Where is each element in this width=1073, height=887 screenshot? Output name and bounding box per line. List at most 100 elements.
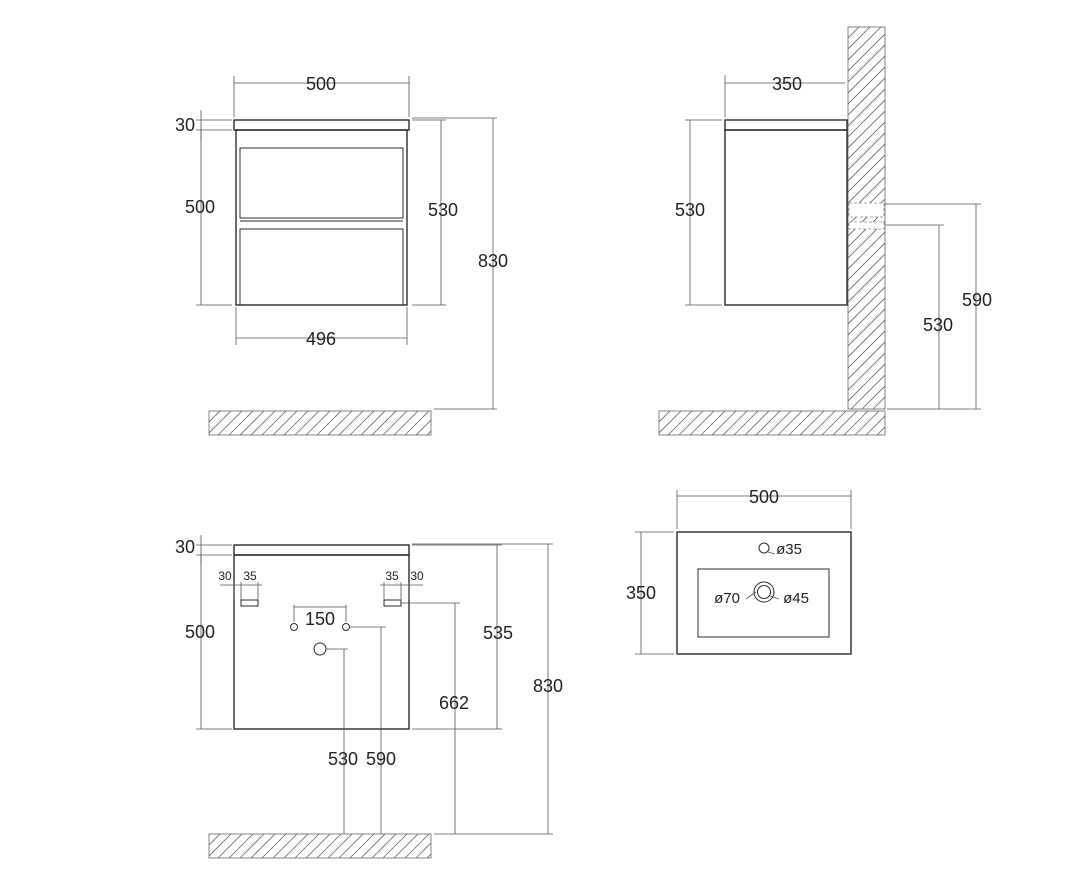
hatch-stroke: [848, 330, 885, 369]
hatch-stroke: [239, 411, 265, 435]
supply-height-label: 590: [366, 749, 396, 769]
hatch-stroke: [327, 834, 353, 858]
side-view: 350 530 590 530: [658, 26, 1073, 436]
hatch-stroke: [939, 27, 1073, 409]
front-base-width-label: 496: [306, 329, 336, 349]
hatch-stroke: [1016, 27, 1073, 409]
hatch-stroke: [209, 834, 210, 835]
countertop-top: [676, 531, 852, 655]
hatch-stroke: [848, 286, 885, 325]
hatch-stroke: [810, 411, 836, 435]
hatch-stroke: [972, 27, 1073, 409]
side-pipe-upper-label: 590: [962, 290, 992, 310]
hatch-stroke: [209, 411, 232, 434]
hatch-stroke: [843, 411, 869, 435]
hatch-stroke: [1005, 27, 1073, 409]
hatch-stroke: [722, 411, 748, 435]
hatch-stroke: [659, 411, 660, 412]
basin-bowl: [697, 568, 830, 638]
hatch-stroke: [294, 411, 320, 435]
floor-hatch-side: [659, 411, 923, 435]
hatch-stroke: [349, 834, 375, 858]
hatch-stroke: [338, 834, 364, 858]
hatch-stroke: [872, 396, 885, 409]
hatch-stroke: [272, 834, 298, 858]
countertop-front: [233, 119, 410, 131]
hatch-stroke: [415, 842, 431, 858]
hatch-stroke: [371, 411, 397, 435]
hatch-stroke: [850, 374, 885, 409]
cabinet-body-side: [724, 129, 848, 306]
hatch-stroke: [327, 411, 353, 435]
hatch-stroke: [848, 55, 885, 94]
bracket-left-offset-1: 30: [218, 569, 232, 583]
hatch-stroke: [360, 411, 386, 435]
hatch-stroke: [848, 308, 885, 347]
hatch-stroke: [799, 411, 825, 435]
pipe-opening-upper: [848, 202, 885, 218]
hatch-stroke: [848, 88, 885, 127]
top-depth-label: 350: [626, 583, 656, 603]
wall-outline: [847, 26, 886, 410]
floor-hatch-back: [209, 834, 462, 858]
hatch-stroke: [854, 411, 880, 435]
hatch-stroke: [382, 834, 408, 858]
hatch-stroke: [832, 411, 858, 435]
hatch-stroke: [338, 411, 364, 435]
hatch-stroke: [777, 411, 803, 435]
hatch-stroke: [228, 411, 254, 435]
hatch-stroke: [305, 411, 331, 435]
hatch-stroke: [848, 77, 885, 116]
hatch-stroke: [228, 834, 254, 858]
hatch-stroke: [906, 27, 1073, 409]
hatch-stroke: [1038, 27, 1073, 409]
hatch-stroke: [876, 426, 885, 435]
bracket-right-offset-2: 30: [410, 569, 424, 583]
hatch-stroke: [861, 385, 885, 409]
hatch-stroke: [848, 231, 885, 270]
hatch-stroke: [438, 834, 462, 858]
floor-outline-front: [208, 410, 432, 436]
hatch-stroke: [667, 411, 693, 435]
hatch-stroke: [678, 411, 704, 435]
hatch-stroke: [261, 411, 287, 435]
mount-hole-right: [342, 623, 350, 631]
hatch-stroke: [766, 411, 792, 435]
bracket-right: [383, 599, 402, 607]
front-top-thickness-label: 30: [175, 115, 195, 135]
hatch-stroke: [272, 411, 298, 435]
hatch-stroke: [865, 415, 885, 435]
hatch-stroke: [848, 319, 885, 358]
hatch-stroke: [393, 411, 419, 435]
hatch-stroke: [305, 834, 331, 858]
hatch-stroke: [928, 27, 1073, 409]
countertop-back: [233, 544, 410, 556]
front-view: 500 30 500 530 830 496: [175, 74, 508, 436]
upper-drawer: [239, 147, 404, 219]
hatch-stroke: [848, 297, 885, 336]
hatch-stroke: [659, 411, 671, 423]
hatch-stroke: [899, 411, 923, 435]
back-body-height-label: 500: [185, 622, 215, 642]
side-depth-label: 350: [772, 74, 802, 94]
floor-outline-side: [658, 410, 886, 436]
hatch-stroke: [438, 411, 462, 435]
hatch-stroke: [689, 411, 715, 435]
back-view: 30 500 30 35 35 30 150 535 830: [175, 535, 563, 859]
hatch-stroke: [983, 27, 1073, 409]
hatch-stroke: [744, 411, 770, 435]
front-body-height-label: 500: [185, 197, 215, 217]
lower-drawer: [239, 228, 404, 306]
hatch-stroke: [821, 411, 847, 435]
floor-outline-back: [208, 833, 432, 859]
hatch-stroke: [848, 99, 885, 138]
hatch-stroke: [209, 834, 232, 857]
hatch-stroke: [382, 411, 408, 435]
hatch-stroke: [294, 834, 320, 858]
front-cabinet-height-label: 530: [428, 200, 458, 220]
top-view: 500 350 ø35 ø70 ø45: [626, 487, 852, 655]
mount-height-label: 662: [439, 693, 469, 713]
back-top-thickness-label: 30: [175, 537, 195, 557]
pipe-opening-lower: [848, 221, 885, 230]
